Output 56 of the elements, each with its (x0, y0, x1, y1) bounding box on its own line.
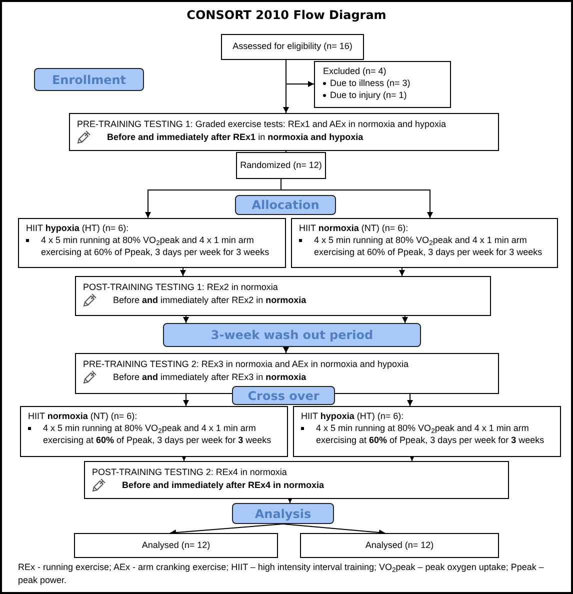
process-box (84, 461, 509, 499)
box-text: Analysed (n= 12) (365, 538, 434, 552)
process-box (221, 34, 364, 60)
stage-box: Analysis (232, 503, 334, 524)
bullet-text: Due to illness (n= 3) (330, 77, 410, 89)
arrow (409, 455, 415, 462)
process-box (74, 533, 278, 558)
box-heading: POST-TRAINING TESTING 2: REx4 in normoxia (92, 466, 288, 478)
bullet-text: 4 x 5 min running at 80% VO$_{2}$peak and 4 x 1 min arm exercising at 60% of Ppeak, 3 days per week for 3 weeks (316, 422, 546, 446)
diagram-title: CONSORT 2010 Flow Diagram (186, 7, 388, 24)
bullet-text: 4 x 5 min running at 80% VO$_{2}$peak and 4 x 1 min arm exercising at 60% of Ppeak, 3 days per week for 3 weeks (43, 422, 272, 446)
box-heading: HIIT hypoxia (HT) (n= 6): (301, 410, 405, 422)
arrow (286, 60, 314, 87)
arrow (180, 268, 186, 276)
arrow (183, 394, 189, 406)
bullet-text: Due to injury (n= 1) (330, 89, 407, 101)
bullet-text: 4 x 5 min running at 80% VO$_{2}$peak and 4 x 1 min arm exercising at 60% of Ppeak, 3 days per week for 3 weeks (314, 234, 544, 258)
box-heading: PRE-TRAINING TESTING 2: REx3 in normoxia and AEx in normoxia and hypoxia (83, 358, 410, 370)
box-heading: HIIT hypoxia (HT) (n= 6): (26, 222, 130, 234)
arrow (407, 394, 413, 406)
box-heading: HIIT normoxia (NT) (n= 6): (28, 410, 138, 422)
arrow (280, 178, 433, 218)
box-text: Before and immediately after REx1 in normoxia and hypoxia (107, 131, 364, 143)
stage-box: Cross over (232, 386, 335, 405)
stage-box: 3-week wash out period (163, 323, 421, 347)
box-text: Assessed for eligibility (n= 16) (232, 40, 352, 54)
arrow (282, 524, 386, 536)
process-box (314, 61, 451, 108)
bullet-text: 4 x 5 min running at 80% VO$_{2}$peak and 4 x 1 min arm exercising at 60% of Ppeak, 3 days per week for 3 weeks (41, 234, 270, 258)
box-text: Analysed (n= 12) (142, 538, 210, 552)
box-text: Before and immediately after REx3 in normoxia (113, 371, 306, 383)
process-box (75, 276, 491, 316)
stage-box: Allocation (235, 195, 336, 215)
box-heading: POST-TRAINING TESTING 1: REx2 in normoxia (83, 281, 279, 293)
process-box (293, 406, 561, 457)
process-box (300, 533, 499, 558)
box-text: Randomized (n= 12) (240, 158, 322, 172)
box-heading: Excluded (n= 4) (323, 65, 388, 77)
arrow (287, 497, 293, 504)
arrow (183, 316, 189, 324)
arrow (283, 346, 289, 354)
box-heading: HIIT normoxia (NT) (n= 6): (299, 222, 410, 234)
footnote: REx - running exercise; AEx - arm cranking exercise; HIIT – high intensity interval training; VO$_{2}$peak – peak oxygen uptake; Ppeak – peak power. (18, 561, 545, 587)
process-box (20, 406, 288, 457)
box-text: Before and immediately after REx2 in normoxia (113, 294, 306, 306)
box-text: Before and immediately after REx4 in normoxia (122, 479, 324, 491)
box-heading: PRE-TRAINING TESTING 1: Graded exercise tests: REx1 and AEx in normoxia and hypoxia (77, 118, 447, 130)
process-box (69, 113, 499, 151)
process-box (291, 218, 558, 268)
stage-box: Enrollment (34, 68, 144, 91)
arrow (170, 524, 284, 536)
arrow (402, 316, 408, 324)
arrow (399, 268, 405, 276)
arrow (181, 455, 187, 462)
process-box (18, 218, 286, 268)
process-box (236, 152, 326, 179)
